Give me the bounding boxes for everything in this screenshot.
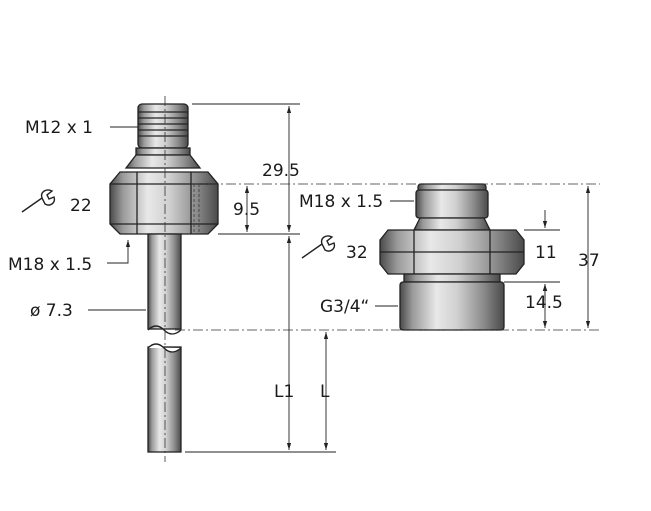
dim-29-5: 29.5 bbox=[262, 161, 300, 181]
label-wrench-32: 32 bbox=[346, 243, 368, 263]
wrench-icon bbox=[21, 189, 56, 213]
dim-11: 11 bbox=[535, 243, 557, 263]
label-diameter: ø 7.3 bbox=[30, 301, 73, 321]
dim-14-5: 14.5 bbox=[525, 293, 563, 313]
hex-nut-22 bbox=[109, 171, 219, 235]
probe-upper bbox=[147, 233, 182, 330]
label-m18-left: M18 x 1.5 bbox=[8, 255, 92, 275]
label-m12: M12 x 1 bbox=[25, 118, 93, 138]
m12-connector bbox=[137, 103, 189, 149]
wrench-icon bbox=[301, 235, 336, 259]
left-sensor bbox=[109, 103, 219, 453]
label-wrench-22: 22 bbox=[70, 196, 92, 216]
dim-L1: L1 bbox=[274, 382, 294, 402]
dim-L: L bbox=[320, 382, 330, 402]
m18-thread-right bbox=[415, 189, 489, 219]
g34-thread bbox=[399, 281, 505, 331]
dim-9-5: 9.5 bbox=[233, 200, 260, 220]
dim-37: 37 bbox=[578, 251, 600, 271]
label-g34: G3/4“ bbox=[320, 297, 369, 317]
probe-lower bbox=[147, 346, 182, 453]
label-m18-right: M18 x 1.5 bbox=[299, 192, 383, 212]
right-fitting bbox=[379, 183, 525, 331]
